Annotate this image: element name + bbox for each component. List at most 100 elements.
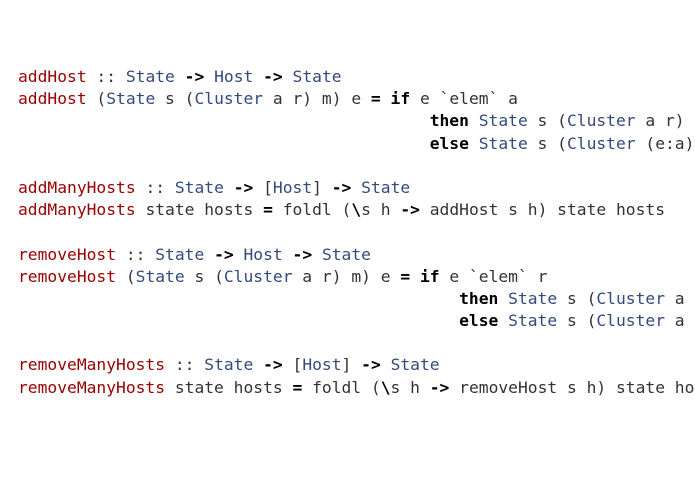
operator-token: ->	[331, 177, 352, 197]
operator-token: ->	[263, 355, 283, 375]
code-text-token	[234, 245, 244, 264]
code-text-token	[175, 67, 185, 86]
operator-token: =	[292, 377, 303, 397]
code-text-token	[204, 245, 214, 264]
code-text-token: [	[253, 177, 273, 197]
code-text-token	[253, 67, 263, 86]
type-name-token: State	[508, 311, 558, 331]
type-name-token: Host	[302, 355, 342, 375]
type-name-token: State	[321, 244, 371, 264]
function-name-token: removeManyHosts	[18, 355, 166, 375]
code-text-token: ::	[86, 67, 126, 86]
code-text-token	[498, 311, 508, 330]
code-line: addHost (State s (Cluster a r) m) e = if…	[18, 88, 695, 110]
type-name-token: Cluster	[596, 288, 665, 308]
code-text-token	[381, 89, 391, 108]
type-name-token: State	[361, 177, 411, 197]
code-text-token	[498, 289, 508, 308]
code-text-token: state hosts	[135, 200, 264, 220]
code-text-token	[351, 178, 361, 197]
code-text-token: a	[665, 311, 685, 331]
code-text-token: s (	[557, 311, 597, 331]
code-text-token: a r) m	[645, 111, 695, 131]
operator-token: =	[370, 89, 381, 109]
code-text-token	[381, 355, 391, 374]
keyword-token: if	[419, 266, 440, 286]
code-text-token: s (	[557, 288, 597, 308]
code-text-token: s (	[155, 89, 195, 109]
code-text-token: (e:a) r) m	[645, 133, 695, 153]
code-text-token: s (	[527, 111, 567, 131]
operator-token: ->	[233, 177, 254, 197]
code-line: removeHost (State s (Cluster a r) m) e =…	[18, 266, 695, 288]
code-text-token: addHost s h) state hosts	[419, 200, 666, 220]
operator-token: ->	[184, 67, 205, 86]
type-name-token: State	[125, 67, 175, 86]
operator-token: ->	[263, 67, 283, 86]
keyword-token: else	[429, 133, 469, 153]
code-text-token	[224, 178, 234, 197]
code-line	[18, 155, 695, 177]
type-name-token: Cluster	[566, 111, 636, 131]
code-text-token	[469, 111, 479, 130]
keyword-token: else	[459, 311, 499, 331]
operator-token: \	[380, 377, 391, 397]
type-name-token: State	[135, 266, 185, 286]
type-name-token: State	[390, 355, 440, 375]
type-name-token: Cluster	[596, 311, 665, 331]
code-text-token: [	[282, 355, 303, 375]
keyword-token: then	[429, 111, 469, 131]
code-text-token: (	[116, 266, 136, 286]
type-name-token: State	[478, 133, 528, 153]
operator-token: =	[400, 266, 411, 286]
code-text-token	[18, 134, 430, 153]
code-text-token: ::	[116, 244, 156, 264]
type-name-token: State	[508, 288, 558, 308]
function-name-token: removeHost	[18, 244, 117, 264]
code-text-token: foldl (	[272, 200, 352, 220]
code-text-token	[283, 245, 293, 264]
code-line: removeManyHosts :: State -> [Host] -> St…	[18, 354, 695, 376]
code-text-token: ::	[135, 177, 175, 197]
code-text-token: a	[665, 288, 685, 308]
code-line: removeManyHosts state hosts = foldl (\s …	[18, 377, 695, 399]
code-line: else State s (Cluster a	[18, 310, 695, 332]
code-text-token	[204, 67, 214, 86]
code-text-token: removeHost s h) state ho	[449, 377, 695, 397]
code-text-token: ::	[165, 355, 205, 375]
code-line: addManyHosts :: State -> [Host] -> State	[18, 177, 695, 199]
code-text-token: ]	[312, 177, 332, 197]
code-text-token: s h	[361, 200, 401, 220]
code-line	[18, 332, 695, 354]
keyword-token: if	[390, 89, 411, 109]
operator-token: \	[351, 200, 362, 220]
function-name-token: removeHost	[18, 266, 117, 286]
code-text-token	[410, 267, 420, 286]
operator-token: ->	[400, 200, 420, 220]
type-name-token: State	[174, 177, 224, 197]
code-text-token	[18, 289, 459, 308]
operator-token: ->	[292, 244, 313, 264]
code-text-token: s (	[184, 266, 224, 286]
keyword-token: then	[459, 288, 499, 308]
operator-token: ->	[429, 377, 450, 397]
type-name-token: State	[292, 67, 342, 86]
type-name-token: State	[478, 111, 528, 131]
function-name-token: addManyHosts	[18, 200, 136, 220]
code-text-token	[283, 67, 293, 86]
code-text-token: e `elem` r	[439, 266, 548, 286]
operator-token: =	[263, 200, 273, 220]
code-line	[18, 221, 695, 243]
type-name-token: Host	[243, 244, 283, 264]
code-text-token	[312, 245, 322, 264]
type-name-token: Cluster	[566, 133, 636, 153]
code-text-token: state hosts	[165, 377, 293, 397]
operator-token: ->	[361, 355, 381, 375]
code-text-token: e `elem` a	[410, 89, 518, 109]
type-name-token: Cluster	[194, 89, 264, 109]
code-text-token: s (	[527, 133, 567, 153]
function-name-token: addHost	[18, 89, 87, 109]
code-text-token	[469, 134, 479, 153]
type-name-token: Host	[214, 67, 254, 86]
